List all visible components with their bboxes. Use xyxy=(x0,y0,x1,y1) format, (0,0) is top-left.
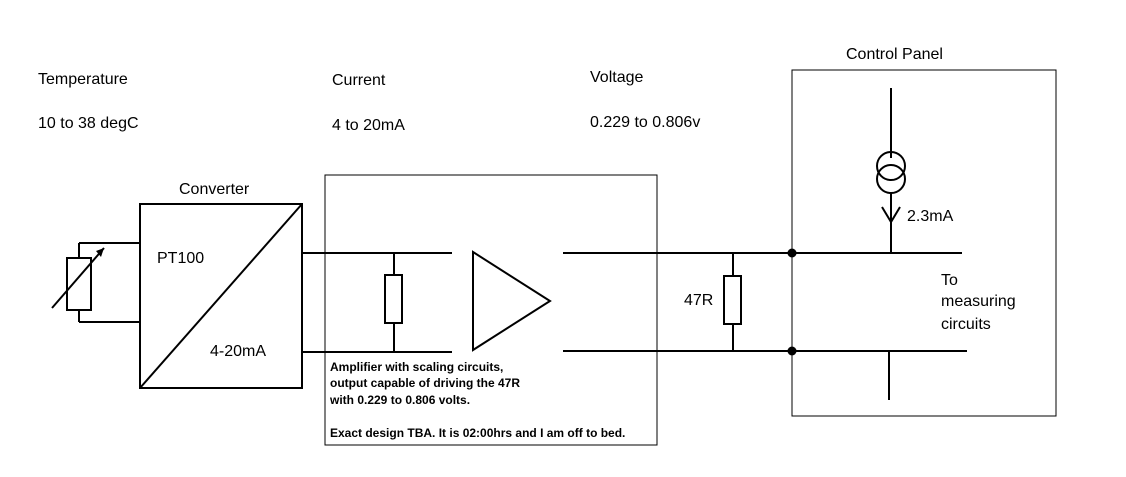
note-line3: with 0.229 to 0.806 volts. xyxy=(329,393,470,407)
measuring-label-line3: circuits xyxy=(941,316,991,333)
variable-arrow-icon xyxy=(51,247,105,309)
control-panel-label: Control Panel xyxy=(846,46,943,63)
pt100-label: PT100 xyxy=(157,250,204,267)
note-line4: Exact design TBA. It is 02:00hrs and I a… xyxy=(330,426,625,440)
input-resistor xyxy=(384,253,403,352)
source-current-label: 2.3mA xyxy=(907,208,954,225)
control-panel-box xyxy=(791,69,1057,417)
measuring-label-line1: To xyxy=(941,272,958,289)
junction-dot-top xyxy=(787,248,797,258)
amplifier-triangle-icon xyxy=(472,250,552,352)
amplifier-box xyxy=(324,174,658,446)
output-range-label: 4-20mA xyxy=(210,343,266,360)
converter-label: Converter xyxy=(179,181,250,198)
voltage-heading: Voltage xyxy=(590,69,643,86)
current-range: 4 to 20mA xyxy=(332,117,405,134)
converter-block xyxy=(139,203,303,389)
current-source xyxy=(876,88,906,253)
note-line1: Amplifier with scaling circuits, xyxy=(330,360,503,374)
pt100-sensor xyxy=(51,242,140,323)
measuring-label-line2: measuring xyxy=(941,293,1016,310)
resistor-value-label: 47R xyxy=(684,292,713,309)
voltage-range: 0.229 to 0.806v xyxy=(590,114,700,131)
load-resistor-47r xyxy=(723,253,742,351)
note-line2: output capable of driving the 47R xyxy=(330,376,520,390)
temperature-range: 10 to 38 degC xyxy=(38,115,139,132)
current-heading: Current xyxy=(332,72,386,89)
junction-dot-bottom xyxy=(787,346,797,356)
current-arrow-icon xyxy=(881,206,901,224)
temperature-heading: Temperature xyxy=(38,71,128,88)
